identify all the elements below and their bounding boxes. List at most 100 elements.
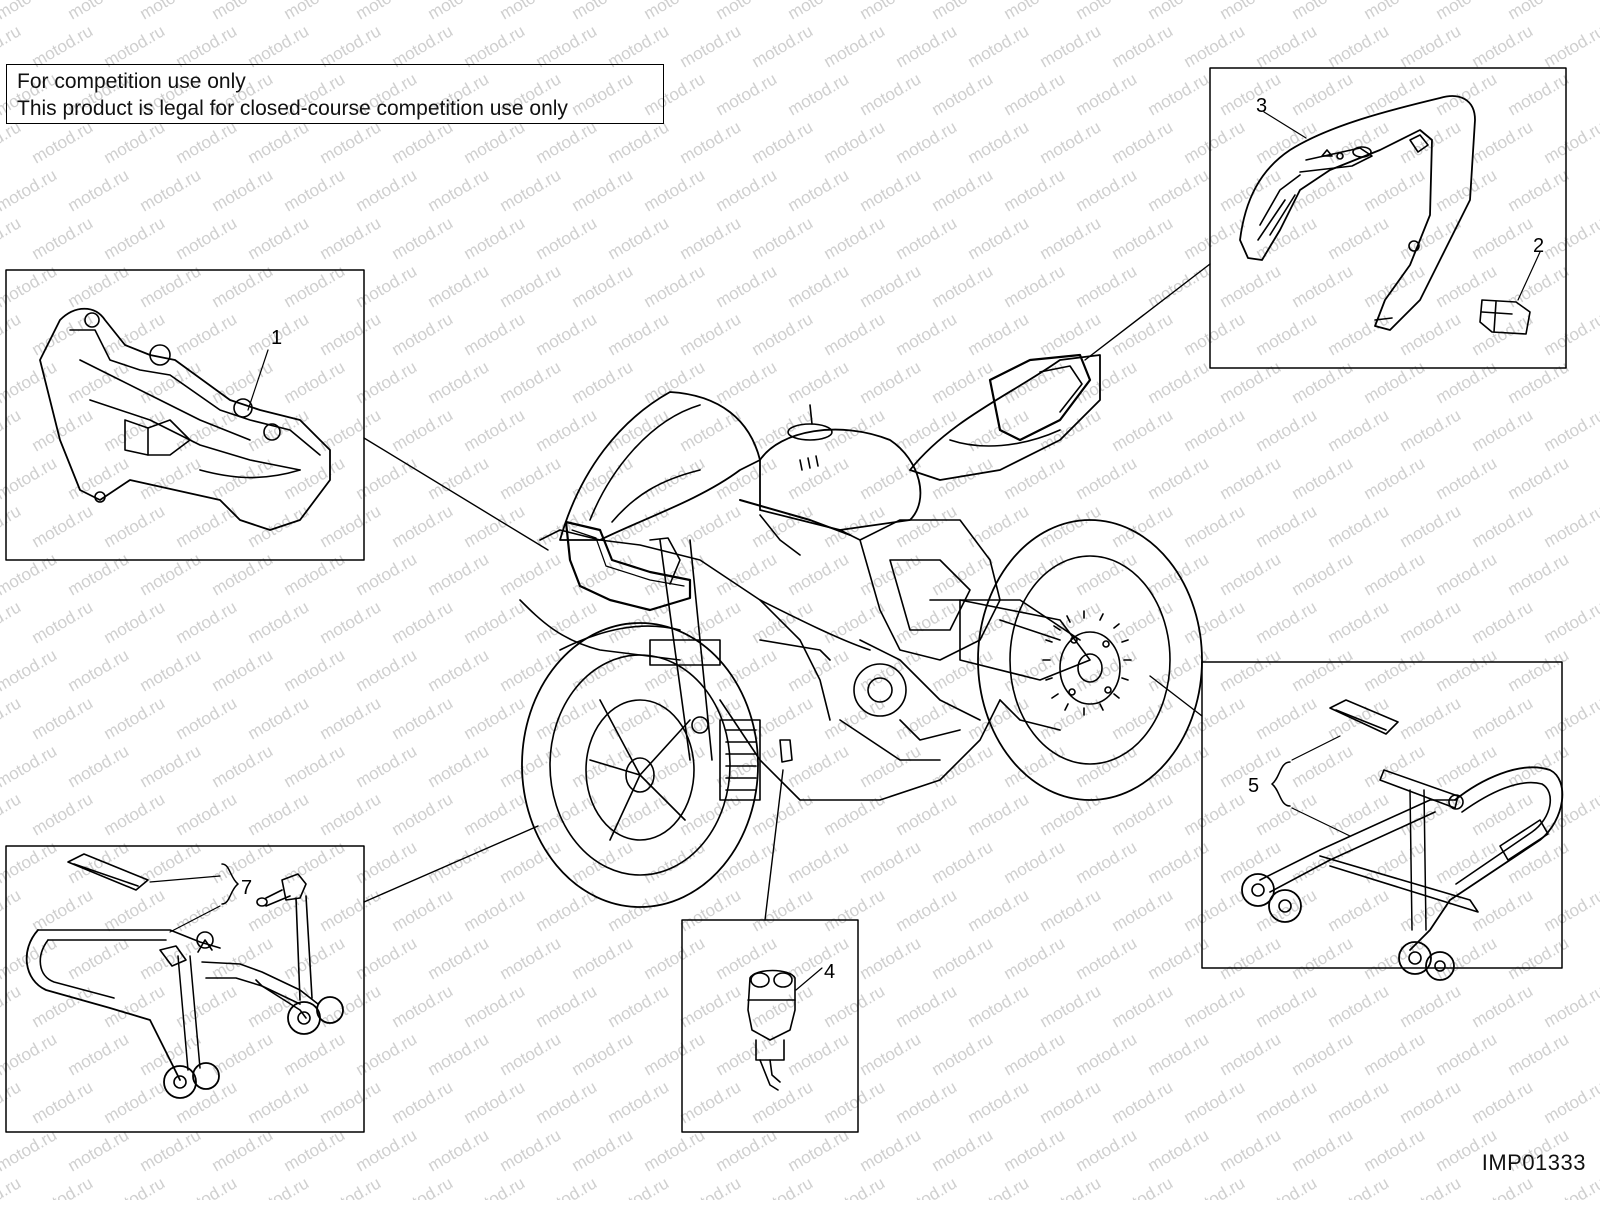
watermark-text: motod.ru [1217, 549, 1285, 599]
watermark-text: motod.ru [713, 1125, 781, 1175]
watermark-text: motod.ru [29, 1077, 97, 1127]
watermark-text: motod.ru [1361, 357, 1429, 407]
watermark-text: motod.ru [497, 549, 565, 599]
watermark-text: motod.ru [1001, 933, 1069, 983]
watermark-text: motod.ru [1469, 1077, 1537, 1127]
watermark-text: motod.ru [1397, 501, 1465, 551]
watermark-text: motod.ru [29, 693, 97, 743]
watermark-text: motod.ru [965, 885, 1033, 935]
watermark-text: motod.ru [29, 981, 97, 1031]
watermark-text: motod.ru [65, 1125, 133, 1175]
watermark-text: motod.ru [1325, 1077, 1393, 1127]
watermark-text: motod.ru [1325, 309, 1393, 359]
watermark-text: motod.ru [1289, 1029, 1357, 1079]
watermark-text: motod.ru [533, 1173, 601, 1200]
watermark-text: motod.ru [857, 69, 925, 119]
watermark-text: motod.ru [425, 357, 493, 407]
watermark-text: motod.ru [785, 357, 853, 407]
watermark-text: motod.ru [533, 117, 601, 167]
watermark-text: motod.ru [1325, 21, 1393, 71]
watermark-text: motod.ru [1145, 69, 1213, 119]
watermark-text: motod.ru [461, 309, 529, 359]
watermark-text: motod.ru [929, 645, 997, 695]
watermark-text: motod.ru [1073, 261, 1141, 311]
watermark-text: motod.ru [965, 309, 1033, 359]
watermark-text: motod.ru [1181, 21, 1249, 71]
watermark-text: motod.ru [821, 789, 889, 839]
watermark-text: motod.ru [353, 0, 421, 23]
watermark-text: motod.ru [101, 213, 169, 263]
watermark-text: motod.ru [1469, 117, 1537, 167]
watermark-text: motod.ru [929, 1029, 997, 1079]
watermark-text: motod.ru [29, 789, 97, 839]
watermark-text: motod.ru [785, 1029, 853, 1079]
watermark-text: motod.ru [209, 933, 277, 983]
watermark-text: motod.ru [893, 1173, 961, 1200]
watermark-text: motod.ru [317, 501, 385, 551]
watermark-text: motod.ru [929, 0, 997, 23]
watermark-text: motod.ru [1361, 1029, 1429, 1079]
watermark-text: motod.ru [65, 1029, 133, 1079]
watermark-text: motod.ru [713, 1029, 781, 1079]
watermark-text: motod.ru [101, 501, 169, 551]
watermark-text: motod.ru [0, 165, 60, 215]
watermark-text: motod.ru [1433, 933, 1501, 983]
watermark-text: motod.ru [1289, 1125, 1357, 1175]
watermark-text: motod.ru [821, 885, 889, 935]
watermark-text: motod.ru [857, 1029, 925, 1079]
callout-2: 2 [1533, 235, 1544, 257]
watermark-text: motod.ru [353, 453, 421, 503]
watermark-text: motod.ru [425, 1125, 493, 1175]
watermark-text: motod.ru [353, 1125, 421, 1175]
watermark-text: motod.ru [0, 885, 24, 935]
watermark-text: motod.ru [1037, 981, 1105, 1031]
watermark-text: motod.ru [785, 645, 853, 695]
watermark-text: motod.ru [65, 549, 133, 599]
watermark-text: motod.ru [929, 837, 997, 887]
watermark-text: motod.ru [605, 309, 673, 359]
watermark-text: motod.ru [1433, 549, 1501, 599]
watermark-text: motod.ru [317, 1077, 385, 1127]
watermark-text: motod.ru [317, 981, 385, 1031]
watermark-text: motod.ru [1109, 1173, 1177, 1200]
watermark-text: motod.ru [857, 549, 925, 599]
watermark-text: motod.ru [461, 789, 529, 839]
watermark-text: motod.ru [569, 165, 637, 215]
watermark-text: motod.ru [677, 885, 745, 935]
watermark-text: motod.ru [353, 549, 421, 599]
watermark-text: motod.ru [137, 1125, 205, 1175]
watermark-text: motod.ru [173, 213, 241, 263]
watermark-text: motod.ru [1037, 21, 1105, 71]
watermark-text: motod.ru [1541, 885, 1600, 935]
watermark-text: motod.ru [785, 837, 853, 887]
watermark-text: motod.ru [1469, 981, 1537, 1031]
callout-3: 3 [1256, 95, 1267, 117]
watermark-text: motod.ru [101, 885, 169, 935]
watermark-text: motod.ru [29, 117, 97, 167]
watermark-text: motod.ru [1505, 261, 1573, 311]
watermark-text: motod.ru [1433, 741, 1501, 791]
watermark-text: motod.ru [749, 501, 817, 551]
watermark-text: motod.ru [1469, 501, 1537, 551]
watermark-text: motod.ru [173, 1077, 241, 1127]
watermark-text: motod.ru [533, 981, 601, 1031]
watermark-text: motod.ru [1001, 453, 1069, 503]
watermark-text: motod.ru [533, 309, 601, 359]
watermark-text: motod.ru [1145, 261, 1213, 311]
watermark-text: motod.ru [101, 597, 169, 647]
watermark-text: motod.ru [677, 21, 745, 71]
watermark-text: motod.ru [749, 789, 817, 839]
callout-4: 4 [824, 961, 835, 983]
watermark-text: motod.ru [1001, 741, 1069, 791]
watermark-text: motod.ru [137, 357, 205, 407]
drawing-code: IMP01333 [1482, 1150, 1586, 1176]
watermark-text: motod.ru [749, 309, 817, 359]
watermark-text: motod.ru [1541, 213, 1600, 263]
watermark-text: motod.ru [1289, 453, 1357, 503]
watermark-text: motod.ru [1289, 837, 1357, 887]
watermark-text: motod.ru [245, 405, 313, 455]
watermark-text: motod.ru [1145, 165, 1213, 215]
watermark-text: motod.ru [245, 597, 313, 647]
watermark-text: motod.ru [1217, 1029, 1285, 1079]
watermark-text: motod.ru [461, 501, 529, 551]
